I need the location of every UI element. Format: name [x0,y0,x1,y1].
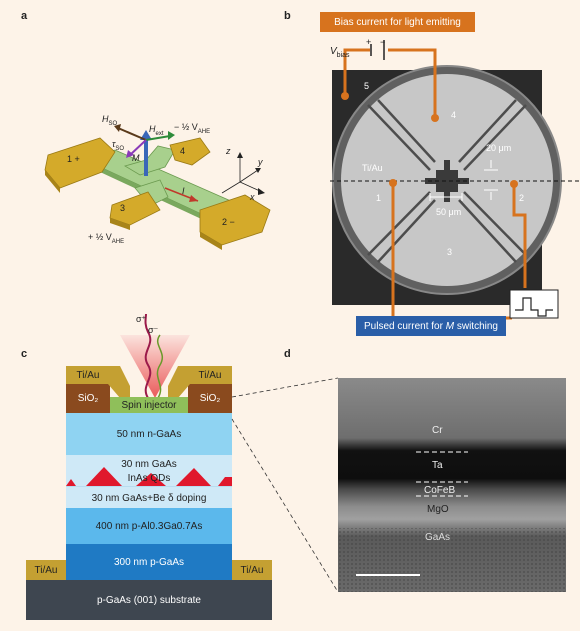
axis-z-label: z [226,146,231,156]
h-so-arrow [117,127,147,141]
sio2-left: SiO₂ [66,384,110,413]
vahe-plus-text: + ½ V [88,232,112,242]
sio2-right: SiO₂ [188,384,232,413]
x-electrodes [367,99,527,263]
tiau-bridges [108,366,190,398]
tau-so-arrow [129,139,147,156]
pad-2-label: 2 − [222,217,235,227]
tiau-bottom-right: Ti/Au [232,560,272,580]
tem-label-mgo: MgO [427,504,449,515]
h-so-symbol: H [102,114,109,124]
quantum-dots [66,467,232,486]
bias-current-title: Bias current for light emitting [320,12,475,32]
vahe-minus-sub: AHE [197,128,211,135]
sigma-minus-wave [156,334,163,399]
tiau-bottom-left: Ti/Au [26,560,66,580]
tem-label-cr: Cr [432,425,443,436]
terminal-3-label: 3 [447,247,453,257]
axis-y [239,169,259,183]
panel-letter-d: d [284,348,291,360]
terminal-2-label: 2 [519,193,525,203]
axis-y-label: y [258,157,263,167]
tau-so-label: τSO [112,139,124,152]
layer-gaas-qd-container: 30 nm GaAs InAs QDs [66,455,232,486]
terminal-4-label: 4 [451,110,457,120]
scale-50um-label: 50 μm [436,207,462,217]
vahe-plus-label: + ½ VAHE [88,232,124,245]
tau-so-symbol: τ [112,139,116,149]
panel-letter-b: b [284,10,291,22]
vahe-plus-sub: AHE [111,238,125,245]
substrate-layer: p-GaAs (001) substrate [26,580,272,620]
terminal-2-dot [510,180,518,188]
layer-be-doping: 30 nm GaAs+Be δ doping [66,486,232,509]
hall-bar-diagram [44,124,271,250]
pulse-title-pre: Pulsed current for [364,320,446,332]
v-bias-label: Vbias [330,46,350,59]
terminal-1-label: 1 [376,193,382,203]
axis-x-label: x [250,192,255,202]
tiau-top-right: Ti/Au [188,366,232,384]
layer-gaas-label: 30 nm GaAs [121,458,177,470]
sigma-plus-wave [144,313,152,399]
pad-3-label: 3 [120,203,126,213]
magnetization-arrow [144,140,148,176]
tem-label-ta: Ta [432,460,443,471]
h-so-sub: SO [108,120,118,127]
battery-plus-label: + [366,37,372,47]
gaas-lattice [338,528,566,592]
pad-1-label: 1 + [67,154,80,164]
panel-letter-c: c [21,348,28,360]
layer-qd-label: InAs QDs [127,472,171,484]
vahe-minus-text: − ½ V [174,122,198,132]
h-ext-arrow [145,135,171,141]
tau-so-sub: SO [115,145,125,152]
emission-cone [120,313,190,399]
current-label: I [182,186,185,196]
hall-cross-top [124,145,176,176]
layer-algaas: 400 nm p-Al0.3Ga0.7As [66,508,232,544]
terminal-1-dot [389,179,397,187]
tem-label-gaas: GaAs [425,532,451,543]
layer-n-gaas: 50 nm n-GaAs [66,413,232,455]
pulsed-current-title: Pulsed current for M switching [356,316,506,336]
spin-injector-layer: Spin injector [110,397,188,413]
h-so-label: HSO [102,114,117,127]
terminal-5-dot [341,92,349,100]
sigma-minus-label: σ⁻ [148,325,159,335]
m-label: M [132,153,140,163]
scale-20um-label: 20 μm [486,143,512,153]
tiau-top-left: Ti/Au [66,366,110,384]
terminal-5-label: 5 [364,81,370,91]
pad-4-label: 4 [180,146,186,156]
sigma-plus-label: σ⁺ [136,314,147,324]
pulse-generator [509,289,559,319]
cone-shape [120,335,190,398]
vahe-minus-label: − ½ VAHE [174,122,210,135]
pad-3 [109,191,161,226]
pad-4 [169,137,211,166]
panel-letter-a: a [21,10,28,22]
v-bias-sub: bias [336,52,350,59]
layer-p-gaas: 300 nm p-GaAs [66,544,232,580]
h-ext-sub: ext [155,130,164,137]
battery-minus-label: − [380,37,386,47]
v-bias-symbol: V [330,46,337,57]
h-ext-symbol: H [149,124,156,134]
h-ext-label: Hext [149,124,164,137]
tiau-label: Ti/Au [362,163,383,173]
pulse-title-m: M [445,320,455,332]
device-micrograph [330,40,580,320]
tem-image [338,378,566,592]
tem-label-cofeb: CoFeB [424,485,456,496]
pulse-title-post: switching [454,320,498,332]
terminal-4-dot [431,114,439,122]
